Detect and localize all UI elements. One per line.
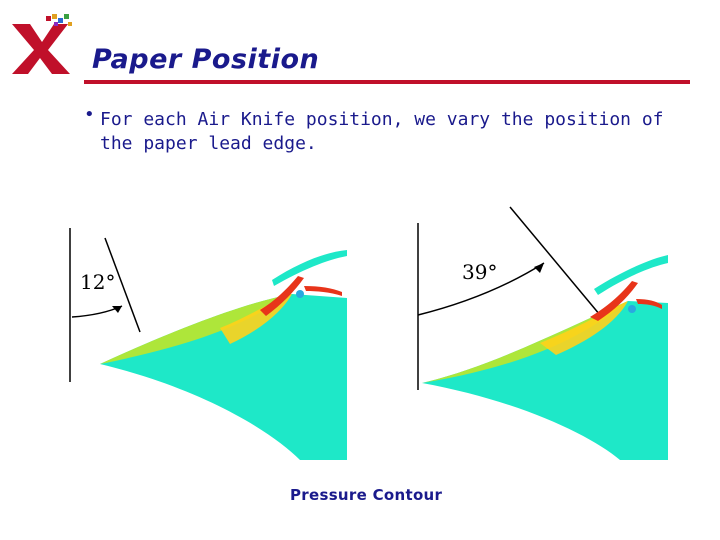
xerox-x-logo bbox=[12, 14, 72, 74]
pixel-mark-icon bbox=[46, 14, 72, 26]
contour-panel-left bbox=[69, 228, 347, 460]
contour-panel-right bbox=[417, 206, 668, 460]
angle-label-right: 39° bbox=[462, 260, 498, 284]
pressure-contour-caption: Pressure Contour bbox=[290, 486, 443, 504]
angle-label-left: 12° bbox=[80, 270, 116, 294]
bullet-text: For each Air Knife position, we vary the… bbox=[100, 109, 664, 154]
bullet-icon: • bbox=[84, 104, 95, 125]
title-underline bbox=[84, 80, 690, 84]
slide-title: Paper Position bbox=[92, 44, 320, 75]
